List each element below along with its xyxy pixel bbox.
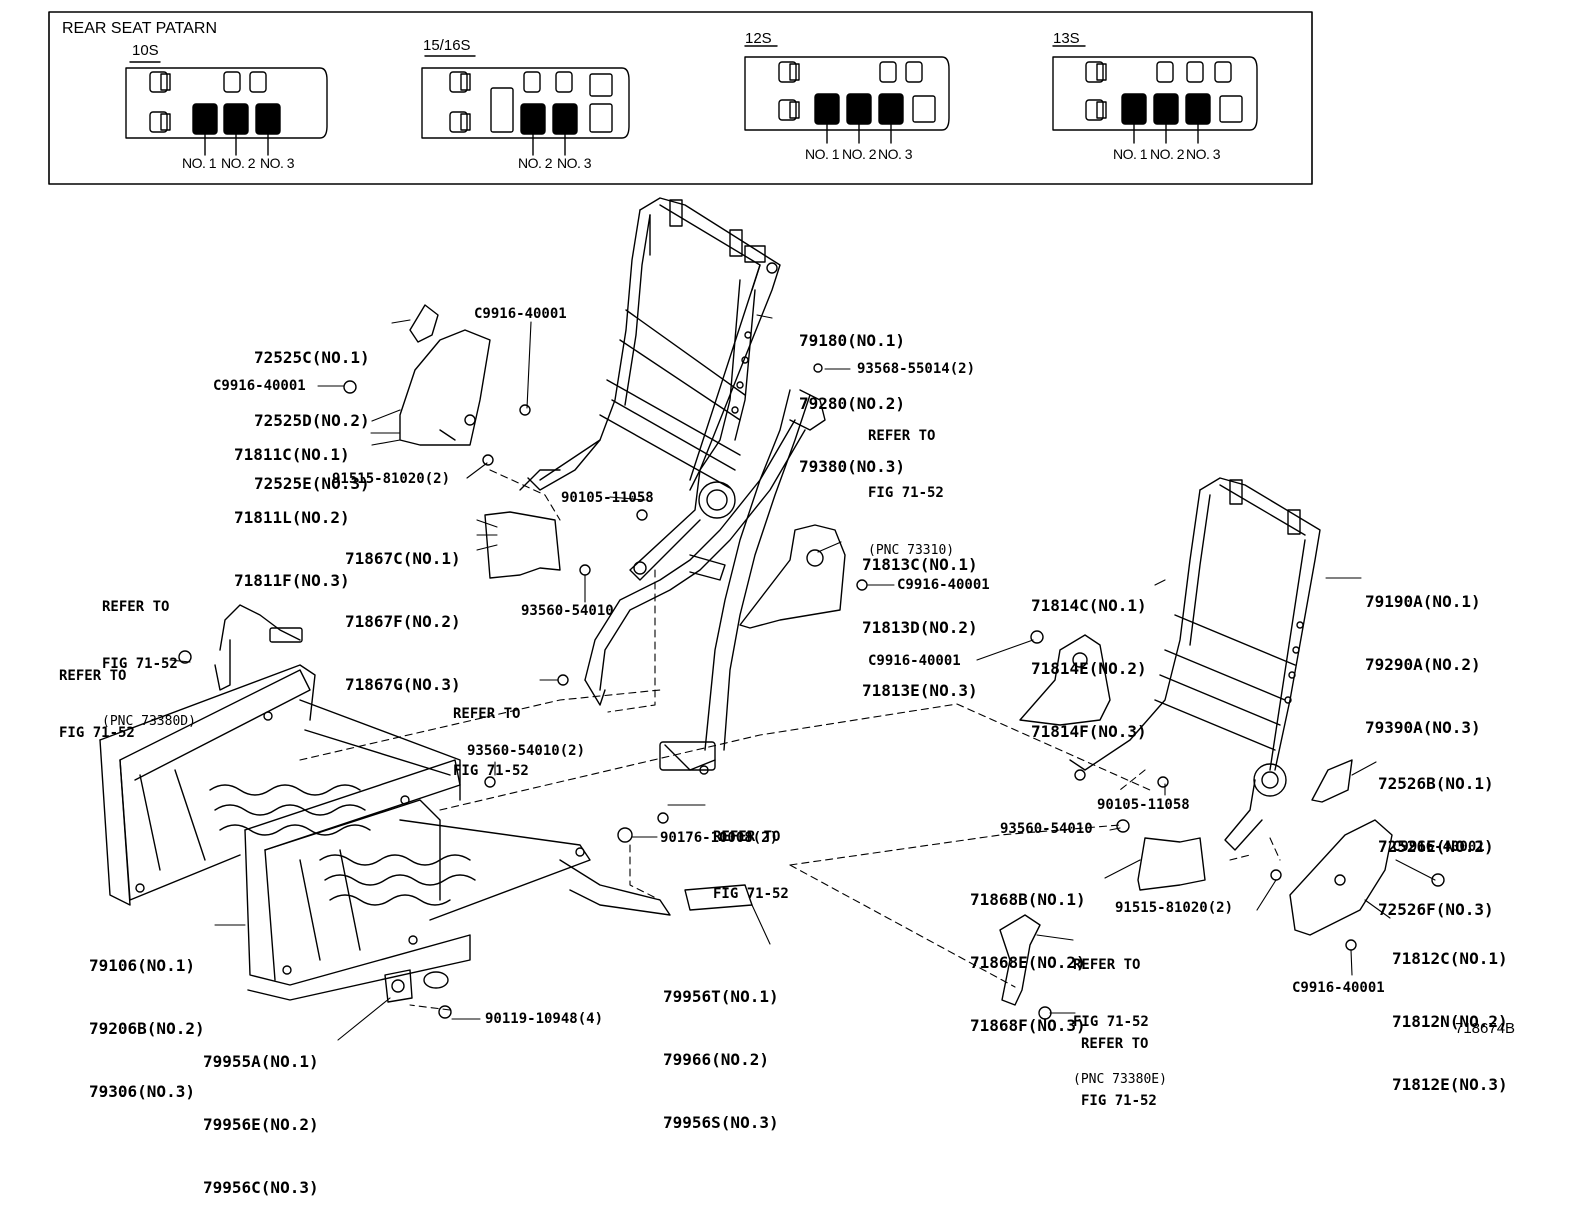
- van-12s: [744, 45, 950, 144]
- pattern-label-10s: 10S: [132, 42, 159, 59]
- part-79180: 79180(NO.1) 79280(NO.2) 79380(NO.3): [799, 331, 905, 476]
- part-c9916-b: C9916-40001: [213, 378, 306, 394]
- part-79955: 79955A(NO.1) 79956E(NO.2) 79956C(NO.3): [203, 1052, 319, 1197]
- part-91515-left: 91515-81020(2): [332, 471, 451, 487]
- ref-fig-71-52-center: REFER TO FIG 71-52: [713, 829, 789, 902]
- ref-fig-71-52-pnc-73380e: REFER TO FIG 71-52 (PNC 73380E): [1073, 957, 1167, 1087]
- pattern-15-16s-seat-2: NO. 2: [518, 155, 553, 171]
- part-72526: 72526B(NO.1) 72526E(NO.2) 72526F(NO.3): [1378, 774, 1494, 919]
- part-79190a: 79190A(NO.1) 79290A(NO.2) 79390A(NO.3): [1365, 592, 1481, 737]
- part-79956t: 79956T(NO.1) 79966(NO.2) 79956S(NO.3): [663, 987, 779, 1132]
- pattern-10s-seat-3: NO. 3: [260, 155, 295, 171]
- pattern-10s-seat-2: NO. 2: [221, 155, 256, 171]
- van-10s: [125, 61, 328, 156]
- exploded-parts-diagram: [48, 11, 1445, 1041]
- part-71868: 71868B(NO.1) 71868E(NO.2) 71868F(NO.3): [970, 890, 1086, 1035]
- part-c9916-e: C9916-40001: [1392, 839, 1485, 855]
- seat-pattern-box: [48, 11, 1313, 185]
- pattern-13s-seat-1: NO. 1: [1113, 146, 1148, 162]
- part-93568: 93568-55014(2): [857, 361, 976, 377]
- part-91515-right: 91515-81020(2): [1115, 900, 1234, 916]
- ref-fig-71-52-pnc-73310: REFER TO FIG 71-52 (PNC 73310): [868, 428, 955, 558]
- pattern-title: REAR SEAT PATARN: [62, 20, 217, 37]
- part-c9916-d: C9916-40001: [868, 653, 961, 669]
- part-c9916-f: C9916-40001: [1292, 980, 1385, 996]
- ref-fig-71-52-pnc-73380d: REFER TO FIG 71-52 (PNC 73380D): [102, 599, 196, 729]
- pattern-13s-seat-2: NO. 2: [1150, 146, 1185, 162]
- part-90105-right: 90105-11058: [1097, 797, 1190, 813]
- part-90176: 90176-10008(2): [660, 830, 779, 846]
- pattern-13s-seat-3: NO. 3: [1186, 146, 1221, 162]
- ref-fig-71-52-left: REFER TO FIG 71-52: [59, 668, 135, 741]
- pattern-label-12s: 12S: [745, 30, 772, 47]
- part-93560-b: 93560-54010(2): [467, 743, 586, 759]
- van-15-16s: [421, 55, 630, 156]
- part-71814: 71814C(NO.1) 71814E(NO.2) 71814F(NO.3): [1031, 596, 1147, 741]
- pattern-10s-seat-1: NO. 1: [182, 155, 217, 171]
- ref-fig-71-52-mid: REFER TO FIG 71-52: [453, 706, 529, 779]
- dashed-guides: [299, 469, 1281, 1011]
- figure-id: 718674B: [1455, 1020, 1516, 1037]
- part-90119: 90119-10948(4): [485, 1011, 604, 1027]
- part-93560-c: 93560-54010: [1000, 821, 1093, 837]
- seat-belt-center: [584, 389, 826, 775]
- pattern-label-13s: 13S: [1053, 30, 1080, 47]
- cushion-frame-left: [99, 664, 671, 1001]
- pattern-12s-seat-3: NO. 3: [878, 146, 913, 162]
- pattern-12s-seat-2: NO. 2: [842, 146, 877, 162]
- part-71813: 71813C(NO.1) 71813D(NO.2) 71813E(NO.3): [862, 555, 978, 700]
- part-79106: 79106(NO.1) 79206B(NO.2) 79306(NO.3): [89, 956, 205, 1101]
- ref-fig-71-52-bottom: REFER TO FIG 71-52: [1081, 1036, 1157, 1109]
- part-93560-a: 93560-54010: [521, 603, 614, 619]
- small-parts: [178, 304, 1445, 1020]
- part-71812: 71812C(NO.1) 71812N(NO.2) 71812E(NO.3): [1392, 949, 1508, 1094]
- pattern-12s-seat-1: NO. 1: [805, 146, 840, 162]
- pattern-15-16s-seat-3: NO. 3: [557, 155, 592, 171]
- part-71867: 71867C(NO.1) 71867F(NO.2) 71867G(NO.3): [345, 549, 461, 694]
- part-90105-left: 90105-11058: [561, 490, 654, 506]
- part-71811: 71811C(NO.1) 71811L(NO.2) 71811F(NO.3): [234, 445, 350, 590]
- leader-lines: [169, 314, 1436, 1041]
- part-c9916-c: C9916-40001: [897, 577, 990, 593]
- van-13s: [1052, 45, 1258, 144]
- pattern-label-15-16s: 15/16S: [423, 37, 471, 54]
- part-72525: 72525C(NO.1) 72525D(NO.2) 72525E(NO.3): [254, 348, 370, 493]
- part-c9916-a: C9916-40001: [474, 306, 567, 322]
- seatback-frame-right: [1069, 477, 1321, 851]
- seatback-frame-left: [519, 197, 781, 581]
